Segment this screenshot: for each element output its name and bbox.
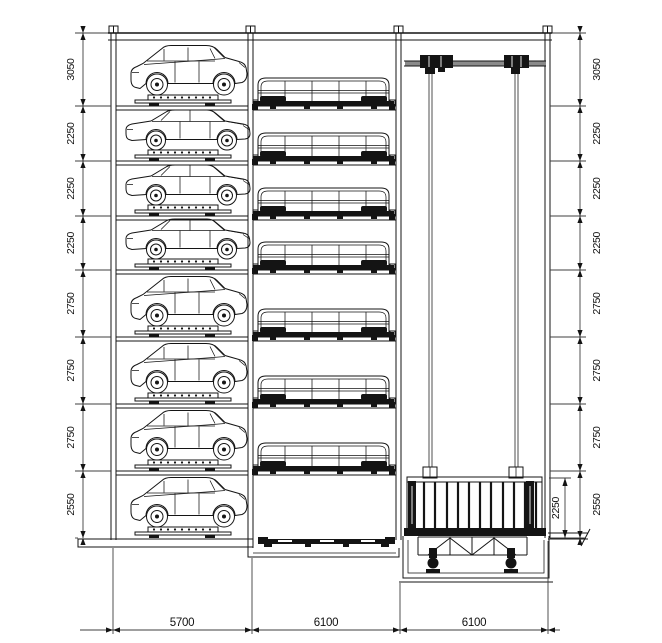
- dim-left-8: 2550: [65, 493, 77, 516]
- hoist-machine: [404, 55, 546, 74]
- bottom-dimension-chain: 5700 6100 6100: [80, 541, 560, 634]
- dim-left-5: 2750: [65, 292, 77, 315]
- steel-frame-structure: [75, 25, 586, 548]
- car-level-8: [130, 477, 248, 528]
- parked-cars: [125, 45, 251, 528]
- car-level-1: [130, 45, 248, 96]
- dim-left-6: 2750: [65, 359, 77, 382]
- ground-flat-pallet: [258, 537, 395, 547]
- car-level-7: [130, 410, 248, 461]
- lift-shaft: [404, 55, 546, 573]
- dim-bottom-2: 6100: [314, 617, 338, 629]
- dim-left-3: 2250: [65, 177, 77, 200]
- dim-bottom-1: 5700: [170, 617, 194, 629]
- column-caps: [108, 25, 553, 34]
- dim-right-2: 2250: [591, 122, 603, 145]
- dim-left-4: 2250: [65, 231, 77, 254]
- dim-left-1: 3050: [65, 58, 77, 81]
- dim-right-6: 2750: [591, 359, 603, 382]
- car-level-4: [125, 218, 251, 260]
- dim-right-5: 2750: [591, 292, 603, 315]
- dim-lift-height: 2250: [550, 496, 562, 519]
- dim-right-1: 3050: [591, 58, 603, 81]
- inner-lift-dimension: 2250: [549, 477, 571, 538]
- lift-platform-cage: [404, 466, 546, 536]
- car-level-2: [125, 109, 251, 151]
- car-level-6: [130, 343, 248, 394]
- right-dimension-chain: 3050 2250 2250 2250 2750 2750 2750 2550: [550, 26, 603, 545]
- dim-right-3: 2250: [591, 177, 603, 200]
- dim-right-4: 2250: [591, 231, 603, 254]
- dim-left-2: 2250: [65, 122, 77, 145]
- dim-right-8: 2550: [591, 493, 603, 516]
- dim-left-7: 2750: [65, 426, 77, 449]
- lift-cables: [428, 74, 519, 467]
- columns: [110, 33, 551, 548]
- dim-bottom-3: 6100: [462, 617, 486, 629]
- platform-truss: [417, 536, 528, 573]
- car-level-5: [130, 276, 248, 327]
- car-level-3: [125, 164, 251, 206]
- ground-and-pit: [75, 528, 591, 583]
- dim-right-7: 2750: [591, 426, 603, 449]
- empty-pallets: [251, 77, 396, 547]
- left-dimension-chain: 3050 2250 2250 2250 2750 2750 2750 2550: [65, 26, 86, 545]
